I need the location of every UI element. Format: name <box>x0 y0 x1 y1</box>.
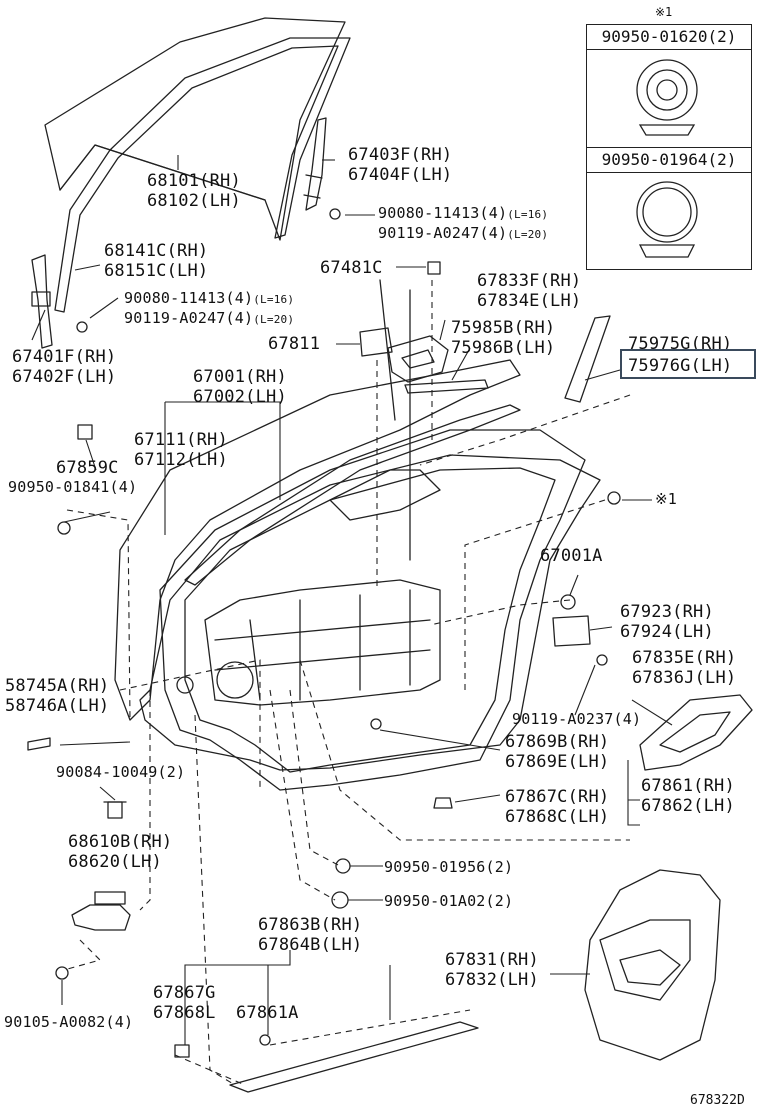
label-90080-front[interactable]: 90080-11413(4)(L=16) <box>124 289 295 307</box>
label-58745a[interactable]: 58745A(RH) <box>5 676 110 696</box>
label-68141c[interactable]: 68141C(RH) <box>104 241 209 261</box>
label-75985b[interactable]: 75985B(RH) <box>451 318 556 338</box>
label-75986b[interactable]: 75986B(LH) <box>451 338 556 358</box>
label-68102[interactable]: 68102(LH) <box>147 191 241 211</box>
label-67835e[interactable]: 67835E(RH) <box>632 648 737 668</box>
label-67402f[interactable]: 67402F(LH) <box>12 367 117 387</box>
label-67002[interactable]: 67002(LH) <box>193 387 287 407</box>
front-regulator <box>31 254 53 349</box>
legend-note: ※1 <box>655 5 673 19</box>
label-67836j[interactable]: 67836J(LH) <box>632 668 737 688</box>
label-90084-10049[interactable]: 90084-10049(2) <box>56 763 186 781</box>
door-inner-frame <box>159 429 586 791</box>
label-67404f[interactable]: 67404F(LH) <box>348 165 453 185</box>
legend-box: 90950-01620(2) 90950-01964(2) <box>586 24 752 270</box>
legend-item-2[interactable]: 90950-01964(2) <box>587 147 751 173</box>
label-67481c[interactable]: 67481C <box>320 258 383 278</box>
label-90105-a0082[interactable]: 90105-A0082(4) <box>4 1013 134 1031</box>
label-67112[interactable]: 67112(LH) <box>134 450 228 470</box>
label-67864b[interactable]: 67864B(LH) <box>258 935 363 955</box>
label-90119-rear[interactable]: 90119-A0247(4)(L=20) <box>378 224 549 242</box>
door-garnish <box>564 315 611 403</box>
label-75976g[interactable]: 75976G(LH) <box>628 356 733 376</box>
hinge-cover <box>552 615 591 647</box>
label-67001a[interactable]: 67001A <box>540 546 603 566</box>
label-67111[interactable]: 67111(RH) <box>134 430 228 450</box>
service-hole-cover <box>584 869 721 1061</box>
label-90950-01956[interactable]: 90950-01956(2) <box>384 858 514 876</box>
label-67831[interactable]: 67831(RH) <box>445 950 539 970</box>
highlight-75976g <box>620 349 756 379</box>
label-90080-rear[interactable]: 90080-11413(4)(L=16) <box>378 204 549 222</box>
image-id: 678322D <box>690 1093 745 1108</box>
rear-door-pad <box>639 694 753 771</box>
label-90950-01841[interactable]: 90950-01841(4) <box>8 478 138 496</box>
label-67869e[interactable]: 67869E(LH) <box>505 752 610 772</box>
inner-handle-bracket <box>387 335 449 383</box>
label-90950-01a02[interactable]: 90950-01A02(2) <box>384 892 514 910</box>
label-67868c[interactable]: 67868C(LH) <box>505 807 610 827</box>
label-67863b[interactable]: 67863B(RH) <box>258 915 363 935</box>
label-67861[interactable]: 67861(RH) <box>641 776 735 796</box>
rear-regulator <box>305 117 327 211</box>
label-67861a[interactable]: 67861A <box>236 1003 299 1023</box>
lower-weatherstrip <box>229 1021 479 1093</box>
label-67868l[interactable]: 67868L <box>153 1003 216 1023</box>
label-68151c[interactable]: 68151C(LH) <box>104 261 209 281</box>
front-sash-channel <box>54 37 351 313</box>
label-67867g[interactable]: 67867G <box>153 983 216 1003</box>
label-67834e[interactable]: 67834E(LH) <box>477 291 582 311</box>
label-67859c[interactable]: 67859C <box>56 458 119 478</box>
label-67833f[interactable]: 67833F(RH) <box>477 271 582 291</box>
label-67862[interactable]: 67862(LH) <box>641 796 735 816</box>
label-67401f[interactable]: 67401F(RH) <box>12 347 117 367</box>
label-68101[interactable]: 68101(RH) <box>147 171 241 191</box>
label-68620[interactable]: 68620(LH) <box>68 852 162 872</box>
door-check <box>71 904 131 931</box>
label-67832[interactable]: 67832(LH) <box>445 970 539 990</box>
label-67403f[interactable]: 67403F(RH) <box>348 145 453 165</box>
label-90119-front[interactable]: 90119-A0247(4)(L=20) <box>124 309 295 327</box>
pad-67811 <box>359 327 393 357</box>
emblem <box>27 737 51 751</box>
label-note-ref[interactable]: ※1 <box>655 490 677 508</box>
label-67811[interactable]: 67811 <box>268 334 321 354</box>
label-67924[interactable]: 67924(LH) <box>620 622 714 642</box>
legend-item-1[interactable]: 90950-01620(2) <box>587 25 751 50</box>
label-67869b[interactable]: 67869B(RH) <box>505 732 610 752</box>
label-67001[interactable]: 67001(RH) <box>193 367 287 387</box>
label-90119-a0237[interactable]: 90119-A0237(4) <box>512 710 642 728</box>
door-outer-panel <box>114 359 521 721</box>
label-67923[interactable]: 67923(RH) <box>620 602 714 622</box>
label-67867c[interactable]: 67867C(RH) <box>505 787 610 807</box>
run-channel <box>404 379 489 394</box>
label-68610b[interactable]: 68610B(RH) <box>68 832 173 852</box>
label-58746a[interactable]: 58746A(LH) <box>5 696 110 716</box>
